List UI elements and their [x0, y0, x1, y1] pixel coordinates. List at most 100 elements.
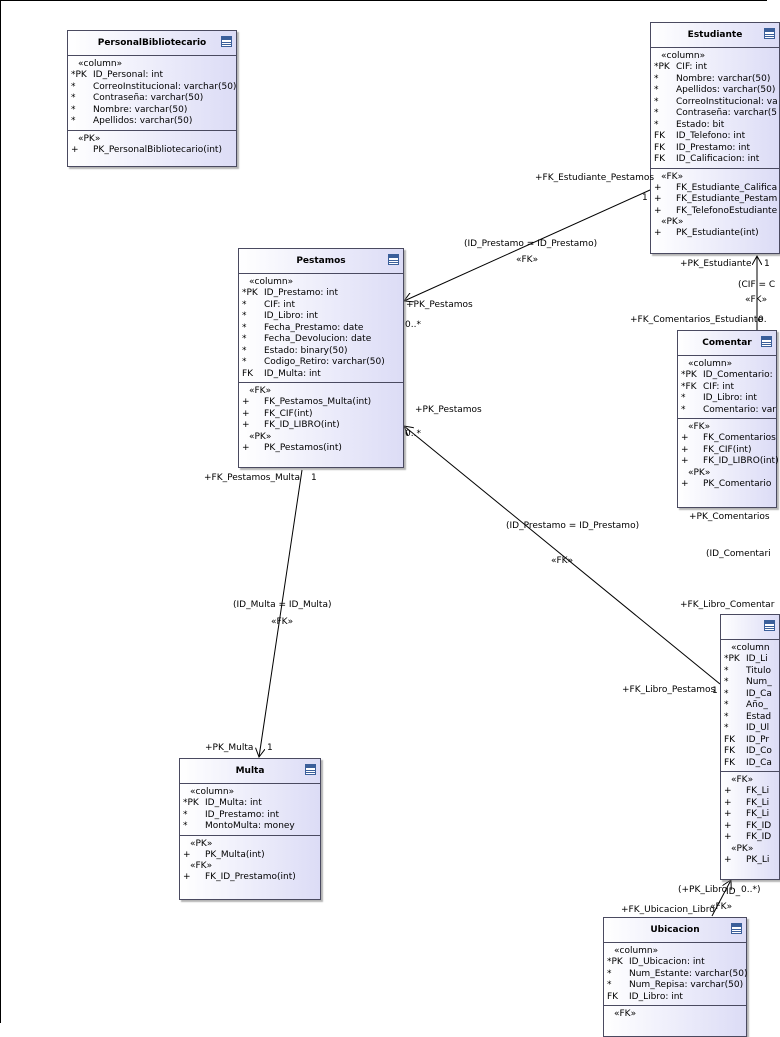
link-libro-pestamos[interactable]: [404, 426, 721, 685]
attribute-definition: FK_Pestamos_Multa(int): [264, 397, 372, 407]
entity-attribute-row: * Codigo_Retiro: varchar(50): [239, 357, 403, 369]
attribute-definition: Codigo_Retiro: varchar(50): [264, 357, 385, 367]
attribute-key-marker: *: [242, 345, 247, 356]
entity-attribute-row: + FK_ID: [721, 821, 779, 833]
attribute-definition: FK_ID_LIBRO(int): [264, 420, 340, 430]
attribute-key-marker: *PK: [242, 288, 258, 298]
attribute-key-marker: *: [71, 81, 76, 92]
attribute-definition: ID_Calificacion: int: [676, 154, 760, 164]
attribute-definition: ID_Prestamo: int: [676, 142, 751, 153]
label-fk-stereotype: «FK»: [271, 617, 294, 627]
attribute-definition: FK_Comentarios: [703, 433, 776, 443]
attribute-definition: Estad: [746, 711, 772, 722]
attribute-definition: ID_Ca: [746, 688, 772, 699]
attribute-key-marker: +: [681, 456, 689, 466]
entity-attribute-row: +PK_Multa(int): [180, 850, 320, 862]
table-icon: [764, 620, 775, 631]
attribute-key-marker: *: [724, 677, 729, 687]
attribute-key-marker: *PK: [724, 654, 740, 664]
attribute-definition: Contraseña: varchar(5: [676, 108, 778, 118]
entity-attribute-row: +FK_CIF(int): [239, 409, 403, 421]
label-join-condition: ID_: [726, 887, 741, 897]
attribute-key-marker: *: [183, 809, 188, 820]
section-stereotype: «column»: [614, 946, 659, 956]
label-fk-libro-pestamos: +FK_Libro_Pestamos: [622, 685, 716, 695]
attribute-definition: Num_Repisa: varchar(50): [629, 980, 744, 990]
table-icon: [221, 36, 232, 47]
link-pestamos-multa[interactable]: [259, 469, 303, 757]
link-ubicacion-libro[interactable]: [711, 880, 731, 917]
attribute-key-marker: +: [724, 820, 732, 831]
attribute-key-marker: *PK: [71, 70, 87, 80]
entity-section: «FK»+FK_Comentarios+FK_CIF(int)+FK_ID_LI…: [678, 419, 779, 492]
attribute-definition: PK_Estudiante(int): [676, 228, 759, 238]
entity-title: [721, 615, 779, 640]
label-fk-ubicacion-libro: +FK_Ubicacion_Libro: [621, 905, 715, 915]
attribute-key-marker: +: [681, 478, 689, 489]
attribute-key-marker: *: [242, 334, 247, 344]
attribute-key-marker: FK: [724, 746, 736, 756]
table-icon: [731, 923, 742, 934]
attribute-key-marker: +: [183, 849, 191, 860]
entity-attribute-row: *Estado: bit: [651, 120, 779, 132]
attribute-key-marker: *: [71, 93, 76, 103]
attribute-definition: FK_Estudiante_Pestam: [676, 194, 778, 204]
attribute-key-marker: *PK: [607, 957, 623, 967]
attribute-definition: FK_ID: [746, 820, 772, 831]
entity-section: «FK»+FK_Li+FK_Li+FK_Li+FK_ID+FK_ID«PK»+P…: [721, 772, 779, 868]
section-stereotype: «PK»: [249, 431, 272, 442]
attribute-definition: FK_ID: [746, 832, 772, 842]
attribute-key-marker: FK: [607, 991, 619, 1002]
attribute-key-marker: +: [242, 397, 250, 407]
label-join-condition: (CIF = C: [738, 280, 776, 290]
entity-title-text: Pestamos: [296, 256, 346, 266]
label-pk-pestamos: +PK_Pestamos: [415, 405, 482, 415]
entity-attribute-row: *ID_Libro: int: [239, 311, 403, 323]
attribute-key-marker: FK: [724, 734, 736, 745]
attribute-key-marker: *: [71, 116, 76, 126]
section-stereotype: «column»: [688, 359, 733, 369]
attribute-definition: Fecha_Prestamo: date: [264, 322, 364, 333]
table-icon: [388, 254, 399, 265]
entity-section: «PK»+PK_Multa(int)«FK»+FK_ID_Prestamo(in…: [180, 836, 320, 886]
attribute-key-marker: *: [724, 688, 729, 699]
attribute-key-marker: *: [242, 299, 247, 310]
label-pk-pestamos: +PK_Pestamos: [406, 300, 473, 310]
attribute-key-marker: *: [242, 357, 247, 367]
attribute-key-marker: *: [242, 322, 247, 333]
entity-attribute-row: *ID_Libro: int: [678, 393, 776, 405]
label-pk-estudiante: +PK_Estudiante: [680, 259, 752, 269]
link-estudiante-pestamos[interactable]: [404, 189, 651, 301]
entity-attribute-row: *Nombre: varchar(50): [651, 74, 779, 86]
entity-attribute-row: *Num_: [721, 677, 779, 689]
entity-attribute-row: +PK_Li: [721, 855, 779, 867]
entity-attribute-row: +FK_ID: [721, 832, 779, 844]
attribute-key-marker: +: [654, 182, 662, 193]
entity-attribute-row: *CorreoInstitucional: va: [651, 97, 779, 109]
attribute-key-marker: *: [724, 700, 729, 710]
entity-attribute-row: +PK_PersonalBibliotecario(int): [68, 145, 236, 157]
label-multiplicity-one: 1: [311, 473, 317, 483]
entity-attribute-row: *Apellidos: varchar(50): [651, 85, 779, 97]
attribute-key-marker: +: [724, 854, 732, 865]
attribute-definition: ID_Comentario:: [703, 370, 773, 380]
entity-attribute-row: +FK_CIF(int): [678, 445, 776, 457]
attribute-key-marker: *: [654, 85, 659, 95]
label-fk-pestamos-multa: +FK_Pestamos_Multa: [204, 473, 300, 483]
attribute-definition: CIF: int: [676, 62, 708, 72]
attribute-definition: FK_CIF(int): [264, 408, 313, 419]
entity-section: «FK»+FK_Pestamos_Multa(int)+FK_CIF(int)+…: [239, 383, 403, 456]
attribute-key-marker: +: [654, 194, 662, 204]
